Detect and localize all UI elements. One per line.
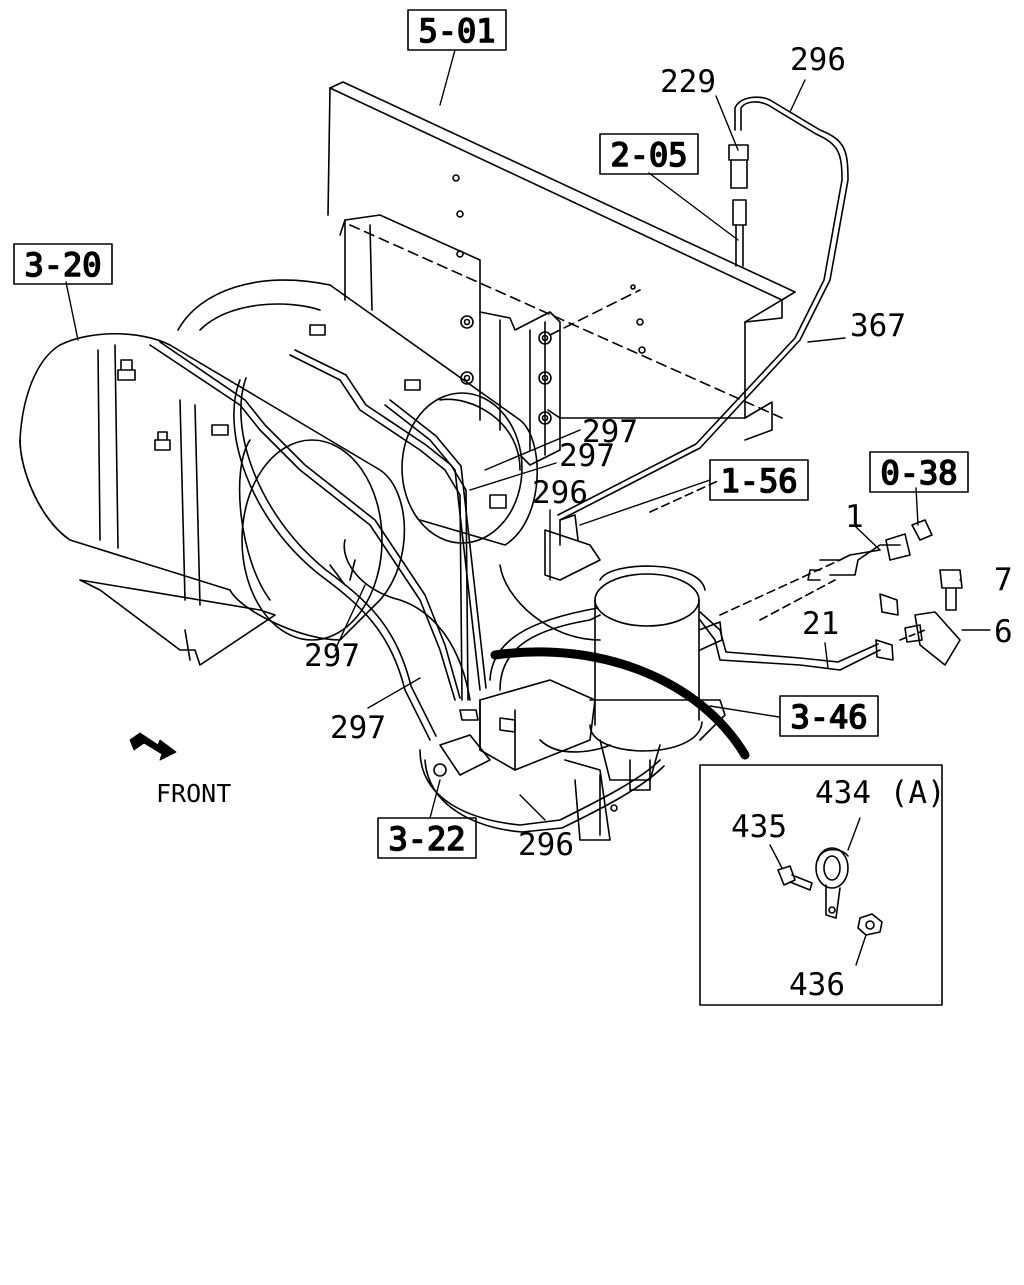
ref-box-1-56 [709,459,809,501]
front-label: FRONT [156,779,231,808]
callout-297-b: 297 [559,438,615,474]
ref-label-2-05: 2-05 [610,136,687,174]
callout-434-a: 434 (A) [815,775,946,811]
ref-label-0-38: 0-38 [880,454,957,492]
ref-label-5-01: 5-01 [418,12,495,50]
front-direction-indicator: FRONT [129,732,231,808]
callout-296-bottom: 296 [518,827,574,863]
frame-rail [327,81,796,441]
callout-297-c: 297 [304,638,360,674]
callout-297-a: 297 [582,414,638,450]
valve-manifold [433,514,618,841]
dryer-exhaust-hose [490,647,750,760]
front-arrow-icon [129,732,177,761]
ref-box-0-38 [869,451,969,493]
ref-box-3-46 [779,695,879,737]
ref-label-3-22: 3-22 [388,820,465,858]
callout-7: 7 [994,562,1013,598]
tank-drain-valves [117,324,507,509]
callout-1: 1 [845,499,864,535]
ref-label-3-20: 3-20 [24,246,101,284]
part-callouts: 229 296 367 297 297 296 1 7 6 21 297 297… [304,42,1013,863]
air-tanks [19,279,538,666]
bolt-435 [777,865,813,891]
ref-label-1-56: 1-56 [720,462,797,500]
callout-367: 367 [850,308,906,344]
callout-6: 6 [994,614,1013,650]
nut-436 [857,913,883,936]
ref-label-3-46: 3-46 [790,698,867,736]
air-lines [149,96,926,833]
callout-296-top: 296 [790,42,846,78]
air-dryer [539,565,726,791]
ref-box-5-01 [407,9,507,51]
callout-435: 435 [731,809,787,845]
callout-436: 436 [789,967,845,1003]
callout-297-d: 297 [330,710,386,746]
ref-box-2-05 [599,133,699,175]
hose-clip [815,847,849,919]
fittings-right [759,519,963,666]
callout-21: 21 [802,606,839,642]
ref-box-3-20 [13,243,113,285]
callout-229: 229 [660,64,716,100]
callout-296-mid: 296 [532,475,588,511]
reference-boxes: 5-01 2-05 3-20 1-56 0-38 3-46 3-22 [13,9,969,859]
leader-lines [65,49,991,821]
detail-inset: 434 (A) 435 436 [699,764,946,1006]
ref-box-3-22 [377,817,477,859]
